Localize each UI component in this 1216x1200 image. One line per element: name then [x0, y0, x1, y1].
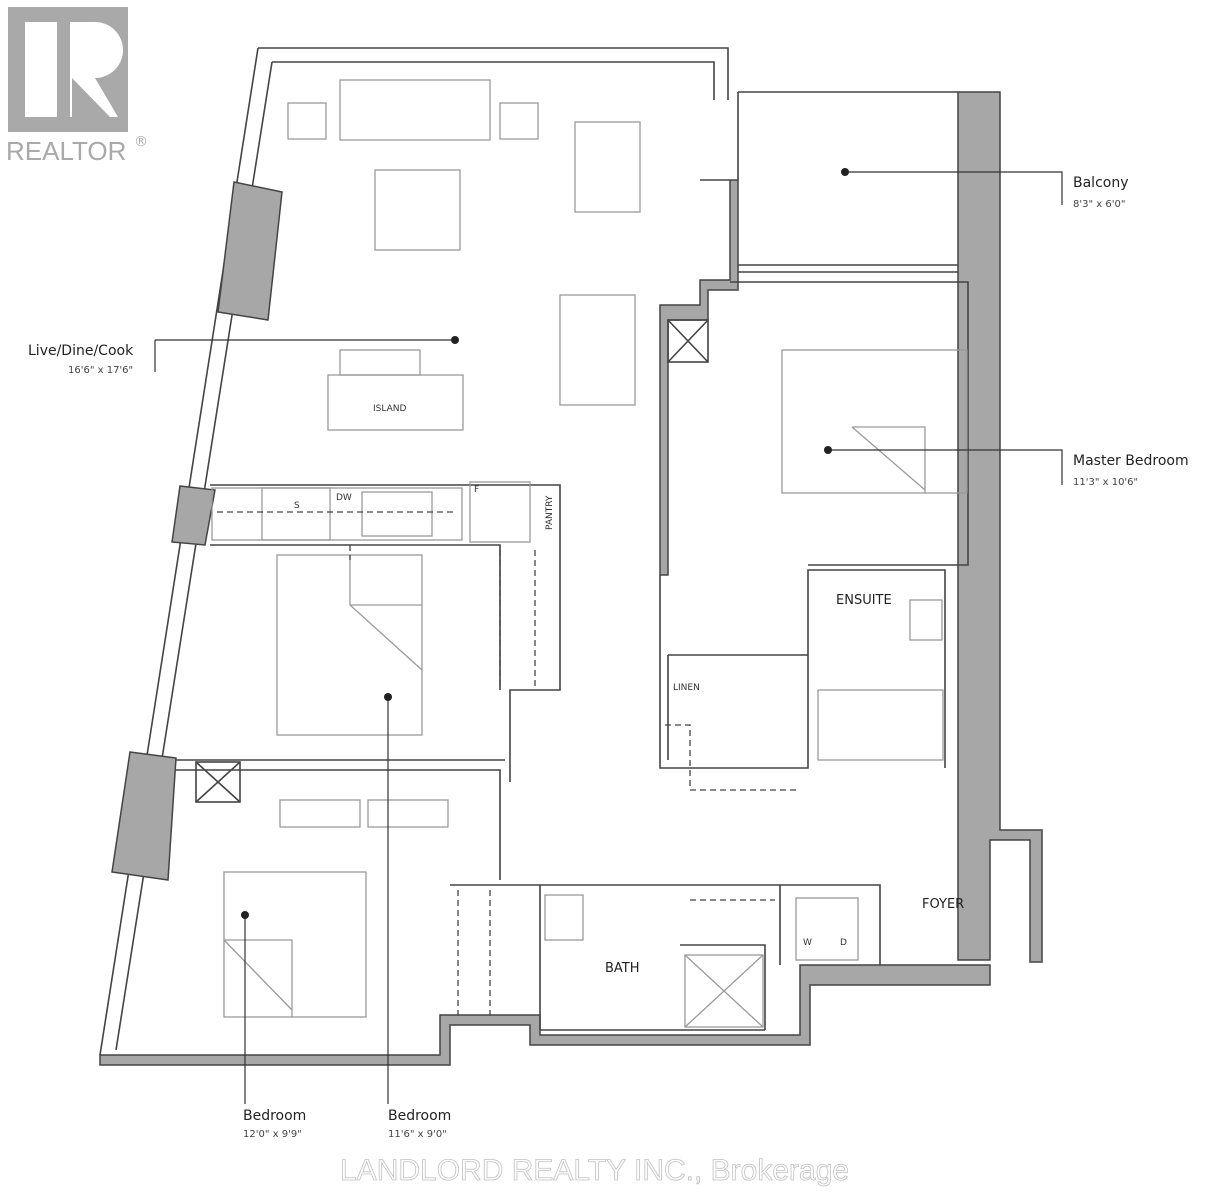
room-label-master: Master Bedroom 11'3" x 10'6": [824, 446, 1189, 488]
brokerage-watermark: LANDLORD REALTY INC., Brokerage: [340, 1154, 849, 1187]
island-label: ISLAND: [373, 404, 406, 414]
bedroom1-dims: 12'0" x 9'9": [243, 1129, 302, 1140]
bedroom2-dims: 11'6" x 9'0": [388, 1129, 447, 1140]
interior-walls: [176, 281, 969, 1031]
fridge-label: F: [474, 485, 479, 495]
furniture: [195, 79, 968, 1028]
ensuite-label: ENSUITE: [836, 593, 892, 608]
stove-label: S: [294, 501, 300, 511]
living-dims: 16'6" x 17'6": [68, 365, 133, 376]
room-label-living: Live/Dine/Cook 16'6" x 17'6": [28, 336, 459, 376]
pantry-label: PANTRY: [545, 495, 555, 530]
realtor-logo-text: REALTOR: [6, 136, 126, 166]
washer-label: W: [803, 938, 812, 948]
fixture-labels: ISLAND S DW F PANTRY ENSUITE LINEN BATH …: [294, 404, 964, 976]
dishwasher-label: DW: [336, 493, 352, 503]
bedroom1-name: Bedroom: [243, 1108, 306, 1124]
balcony-dims: 8'3" x 6'0": [1073, 199, 1125, 210]
master-dims: 11'3" x 10'6": [1073, 477, 1138, 488]
room-label-bedroom2: Bedroom 11'6" x 9'0": [384, 693, 451, 1140]
exterior-walls: [99, 47, 1043, 1066]
room-label-balcony: Balcony 8'3" x 6'0": [841, 168, 1129, 210]
balcony: [737, 91, 958, 273]
registered-mark: ®: [134, 134, 148, 150]
bedroom2-name: Bedroom: [388, 1108, 451, 1124]
living-name: Live/Dine/Cook: [28, 343, 134, 359]
room-label-bedroom1: Bedroom 12'0" x 9'9": [241, 911, 306, 1140]
dryer-label: D: [840, 938, 847, 948]
balcony-name: Balcony: [1073, 175, 1129, 191]
master-name: Master Bedroom: [1073, 453, 1189, 469]
realtor-logo: REALTOR ®: [6, 7, 148, 166]
foyer-label: FOYER: [922, 897, 964, 912]
bath-label: BATH: [605, 961, 640, 976]
linen-label: LINEN: [673, 683, 700, 693]
